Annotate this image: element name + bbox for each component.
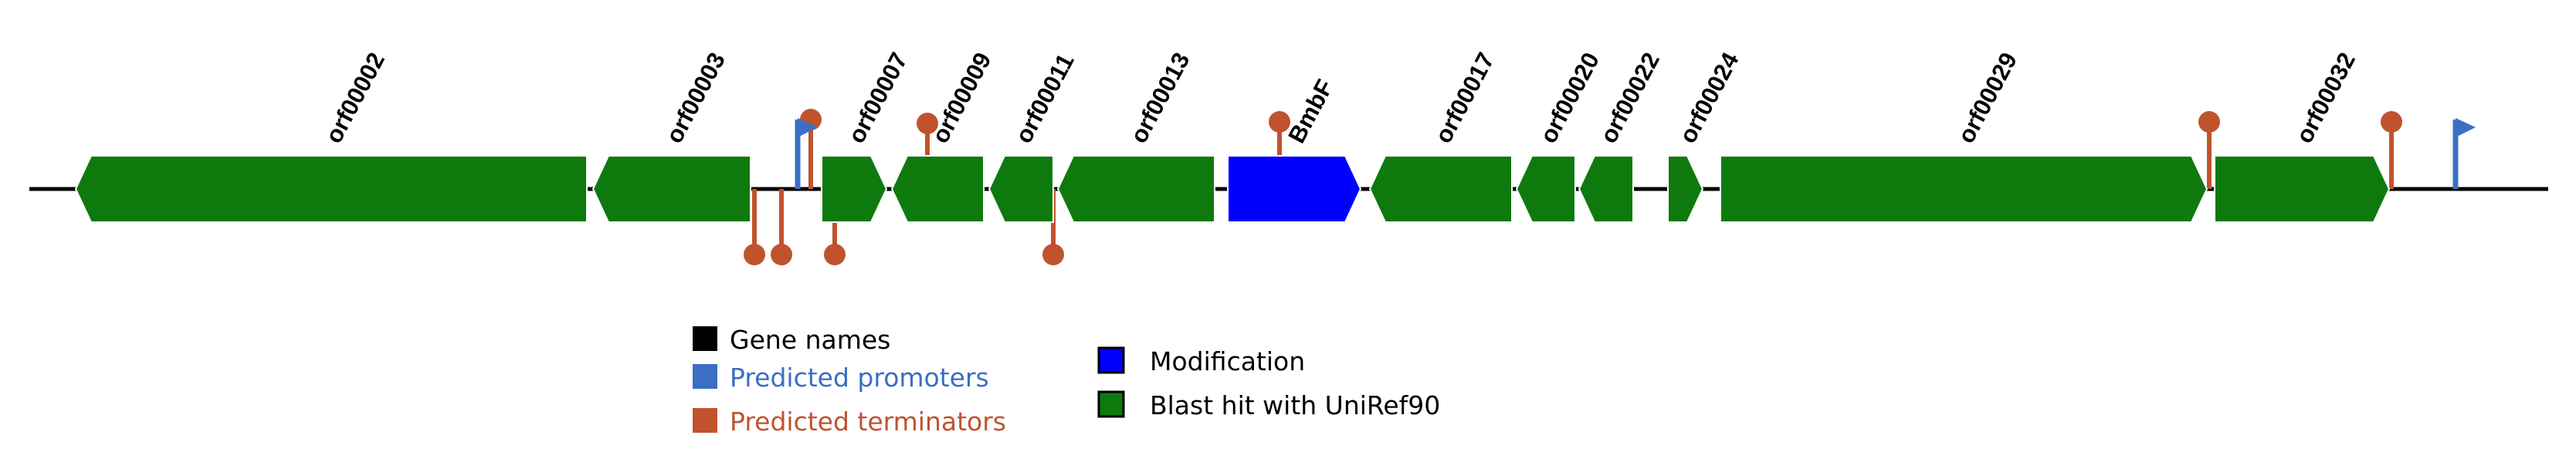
- gene-arrow-orf00017: [1368, 155, 1513, 223]
- gene-arrow-orf00032: [2214, 155, 2391, 223]
- legend-swatch: [693, 408, 717, 433]
- terminator-marker: [744, 189, 765, 265]
- genes-layer: [74, 155, 2391, 223]
- gene-arrow-orf00013: [1056, 155, 1215, 223]
- terminator-marker: [771, 189, 792, 265]
- legend-label: Blast hit with UniRef90: [1150, 390, 1440, 420]
- legend-swatch: [693, 326, 717, 351]
- gene-arrow-orf00029: [1720, 155, 2208, 223]
- legend-label: Modification: [1150, 346, 1305, 376]
- legend-swatch: [1097, 346, 1125, 374]
- terminator-marker: [2198, 111, 2220, 189]
- gene-arrow-orf00011: [988, 155, 1054, 223]
- legend-swatch: [693, 364, 717, 389]
- gene-arrow-orf00024: [1667, 155, 1704, 223]
- legend-label: Predicted promoters: [730, 363, 989, 393]
- legend-item: Gene names: [693, 325, 890, 355]
- legend-item: Predicted terminators: [693, 407, 1006, 437]
- gene-label-orf00032: orf00032: [2290, 48, 2361, 147]
- gene-label-orf00024: orf00024: [1674, 48, 1744, 148]
- gene-arrow-orf00007: [821, 155, 888, 223]
- gene-label-orf00017: orf00017: [1429, 48, 1500, 147]
- gene-arrow-orf00020: [1515, 155, 1576, 223]
- gene-arrow-bmbf: [1227, 155, 1362, 223]
- gene-label-orf00022: orf00022: [1595, 48, 1665, 147]
- legend-label: Predicted terminators: [730, 407, 1006, 437]
- gene-arrow-orf00022: [1578, 155, 1634, 223]
- legend-item: Predicted promoters: [693, 363, 989, 393]
- legend-item: Blast hit with UniRef90: [1097, 390, 1440, 420]
- gene-label-orf00029: orf00029: [1952, 48, 2022, 147]
- promoter-marker: [795, 118, 818, 189]
- legend-label: Gene names: [730, 325, 890, 355]
- gene-label-orf00020: orf00020: [1534, 48, 1605, 147]
- gene-label-bmbf: BmbF: [1283, 75, 1338, 147]
- legend-item: Modification: [1097, 346, 1305, 376]
- promoter-marker: [2452, 118, 2476, 189]
- promoters-layer: [795, 118, 2476, 189]
- gene-label-orf00003: orf00003: [660, 48, 730, 147]
- legend-swatch: [1097, 390, 1125, 418]
- terminator-marker: [2381, 111, 2402, 189]
- gene-label-orf00011: orf00011: [1010, 49, 1080, 148]
- gene-label-orf00007: orf00007: [842, 48, 913, 147]
- gene-label-orf00002: orf00002: [320, 48, 390, 147]
- gene-arrow-orf00009: [890, 155, 985, 223]
- gene-arrow-orf00003: [591, 155, 751, 223]
- gene-label-orf00013: orf00013: [1125, 48, 1195, 147]
- gene-arrow-orf00002: [74, 155, 588, 223]
- gene-label-orf00009: orf00009: [927, 48, 997, 147]
